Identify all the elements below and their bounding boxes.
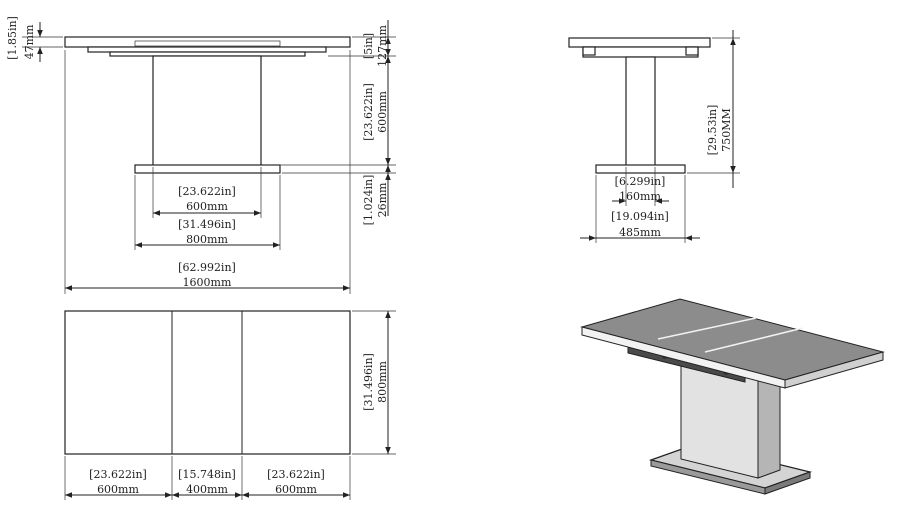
front-leg-width-in: [23.622in]	[178, 185, 236, 198]
side-apron	[582, 46, 699, 58]
iso-leaf-seam-right	[704, 327, 804, 353]
side-base-depth-in: [19.094in]	[611, 210, 669, 223]
side-height-in: [29.53in]	[706, 105, 719, 156]
front-leg-width-mm: 600mm	[186, 200, 228, 213]
front-leg-height-mm: 600mm	[376, 91, 389, 133]
top-left-leaf-mm: 600mm	[97, 483, 139, 496]
front-slide-rail	[87, 46, 327, 53]
side-leg-depth-in: [6.299in]	[615, 175, 666, 188]
top-middle-leaf-mm: 400mm	[186, 483, 228, 496]
front-base-plate	[134, 164, 281, 174]
front-apron-mm: 127mm	[376, 25, 389, 67]
iso-tabletop-side-edge	[784, 351, 884, 389]
top-view: [31.496in] 800mm [23.622in] 600mm [15.74…	[64, 310, 396, 500]
front-base-thickness-mm: 26mm	[376, 182, 389, 217]
side-base-plate	[595, 164, 686, 174]
top-right-leaf-in: [23.622in]	[267, 468, 325, 481]
iso-leaf-seam-left	[657, 317, 757, 340]
front-overall-width-mm: 1600mm	[183, 276, 232, 289]
side-slide-right	[685, 46, 699, 56]
front-mechanism	[134, 40, 281, 47]
side-slide-left	[582, 46, 596, 56]
iso-base-side	[764, 471, 811, 495]
top-left-leaf-in: [23.622in]	[89, 468, 147, 481]
side-leg-depth-mm: 160mm	[619, 190, 661, 203]
front-pedestal-leg	[152, 55, 262, 168]
front-base-thickness-in: [1.024in]	[362, 175, 375, 226]
side-pedestal-leg	[625, 56, 656, 168]
front-view: [1.85in] 47mm [5in] 127mm [23.622in] 600…	[6, 16, 396, 294]
isometric-view	[580, 298, 885, 495]
front-base-width-mm: 800mm	[186, 233, 228, 246]
front-top-thickness-in: [1.85in]	[6, 16, 19, 60]
side-base-depth-mm: 485mm	[619, 226, 661, 239]
front-leg-height-in: [23.622in]	[362, 83, 375, 141]
front-top-thickness-mm: 47mm	[23, 24, 36, 59]
top-depth-in: [31.496in]	[362, 353, 375, 411]
top-middle-leaf-in: [15.748in]	[178, 468, 236, 481]
top-outline	[64, 310, 351, 455]
side-tabletop	[568, 37, 711, 48]
top-right-leaf-mm: 600mm	[275, 483, 317, 496]
top-depth-mm: 800mm	[376, 361, 389, 403]
front-base-width-in: [31.496in]	[178, 218, 236, 231]
front-apron-in: [5in]	[362, 33, 375, 59]
front-tabletop	[64, 36, 351, 48]
side-view: [29.53in] 750MM [6.299in] 160mm [19.094i…	[568, 30, 740, 243]
side-height-mm: 750MM	[720, 108, 733, 152]
front-overall-width-in: [62.992in]	[178, 261, 236, 274]
